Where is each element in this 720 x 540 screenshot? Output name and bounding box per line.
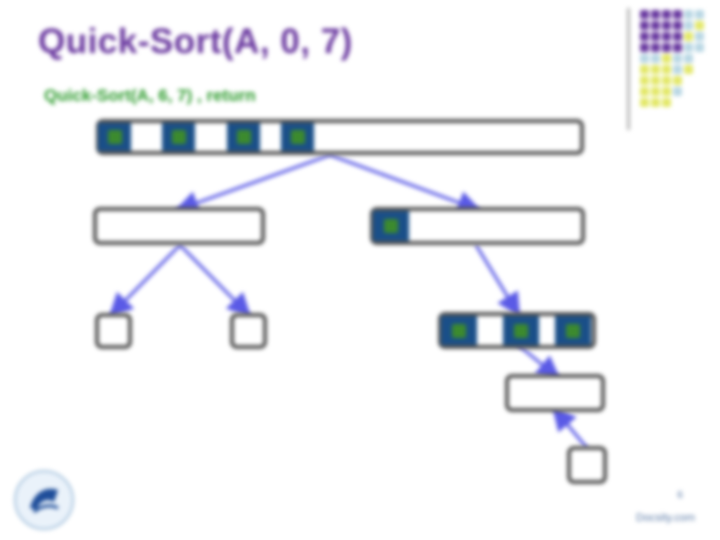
grid-pattern-icon [640, 10, 704, 107]
grid-square [651, 65, 660, 74]
tree-edge-left-child-to-left-right-leaf [178, 243, 252, 318]
cell-marker [107, 130, 122, 144]
grid-square [673, 32, 682, 41]
grid-square [662, 21, 671, 30]
page-number: 6 [677, 490, 683, 501]
array-cell-marked [227, 123, 260, 151]
slide-subtitle: Quick-Sort(A, 6, 7) , return [44, 86, 256, 105]
array-cell-marked [441, 316, 477, 345]
grid-square [673, 10, 682, 19]
grid-square [640, 98, 649, 107]
grid-square [640, 21, 649, 30]
grid-square [684, 43, 693, 52]
array-cell-marked [162, 123, 195, 151]
grid-square [640, 10, 649, 19]
grid-square [662, 87, 671, 96]
grid-square [651, 43, 660, 52]
grid-square [662, 54, 671, 63]
grid-square [673, 43, 682, 52]
array-cell-marked [98, 123, 131, 151]
grid-square [651, 54, 660, 63]
cell-marker [514, 323, 528, 338]
cell-marker [171, 130, 186, 144]
grid-square [695, 21, 704, 30]
grid-square [651, 32, 660, 41]
tree-edge-right-right-left-leaf-to-right-right-left-child [552, 406, 589, 449]
grid-square [651, 76, 660, 85]
cell-marker [236, 130, 251, 144]
grid-square [673, 76, 682, 85]
grid-square [662, 76, 671, 85]
grid-square [640, 43, 649, 52]
tree-node-left-child [93, 207, 265, 245]
grid-square [684, 10, 693, 19]
grid-square [684, 54, 693, 63]
grid-square [662, 32, 671, 41]
cell-marker [290, 130, 305, 144]
grid-square [651, 98, 660, 107]
grid-square [640, 65, 649, 74]
cell-marker [452, 323, 466, 338]
array-cell-marked [281, 123, 314, 151]
grid-square [640, 54, 649, 63]
grid-square [673, 87, 682, 96]
grid-square [695, 32, 704, 41]
grid-square [662, 98, 671, 107]
tree-node-right-right-child [438, 312, 596, 349]
divider-line [627, 8, 630, 130]
grid-square [684, 32, 693, 41]
array-cell-marked [373, 211, 409, 241]
grid-square [662, 43, 671, 52]
grid-square [684, 21, 693, 30]
grid-square [662, 65, 671, 74]
grid-square [684, 65, 693, 74]
footer-brand: Docsity.com [636, 512, 696, 524]
grid-square [651, 21, 660, 30]
grid-square [640, 32, 649, 41]
tree-node-right-child [370, 207, 585, 245]
tree-edge-right-child-to-right-right-child [474, 244, 521, 318]
cell-marker [384, 219, 398, 233]
grid-square [651, 10, 660, 19]
tree-node-root [96, 119, 584, 155]
array-cell-marked [503, 316, 539, 345]
tree-edge-root-to-left-child [174, 153, 331, 215]
grid-square [640, 87, 649, 96]
tree-node-right-right-left-leaf [567, 446, 607, 484]
grid-square [640, 76, 649, 85]
tree-node-left-left-leaf [95, 313, 132, 349]
university-seal-icon [14, 470, 74, 530]
grid-square [651, 87, 660, 96]
grid-square [673, 21, 682, 30]
tree-edge-root-to-right-child [329, 153, 482, 215]
grid-square [673, 65, 682, 74]
cell-marker [566, 323, 580, 338]
grid-square [662, 10, 671, 19]
grid-square [695, 10, 704, 19]
tree-node-left-right-leaf [230, 313, 267, 349]
array-cell-marked [555, 316, 591, 345]
slide-title: Quick-Sort(A, 0, 7) [38, 22, 353, 61]
grid-square [695, 43, 704, 52]
tree-edge-right-right-child-to-right-right-left-child [516, 342, 561, 380]
tree-node-right-right-left-child [505, 374, 605, 412]
grid-square [673, 54, 682, 63]
tree-edge-left-child-to-left-left-leaf [108, 243, 182, 318]
